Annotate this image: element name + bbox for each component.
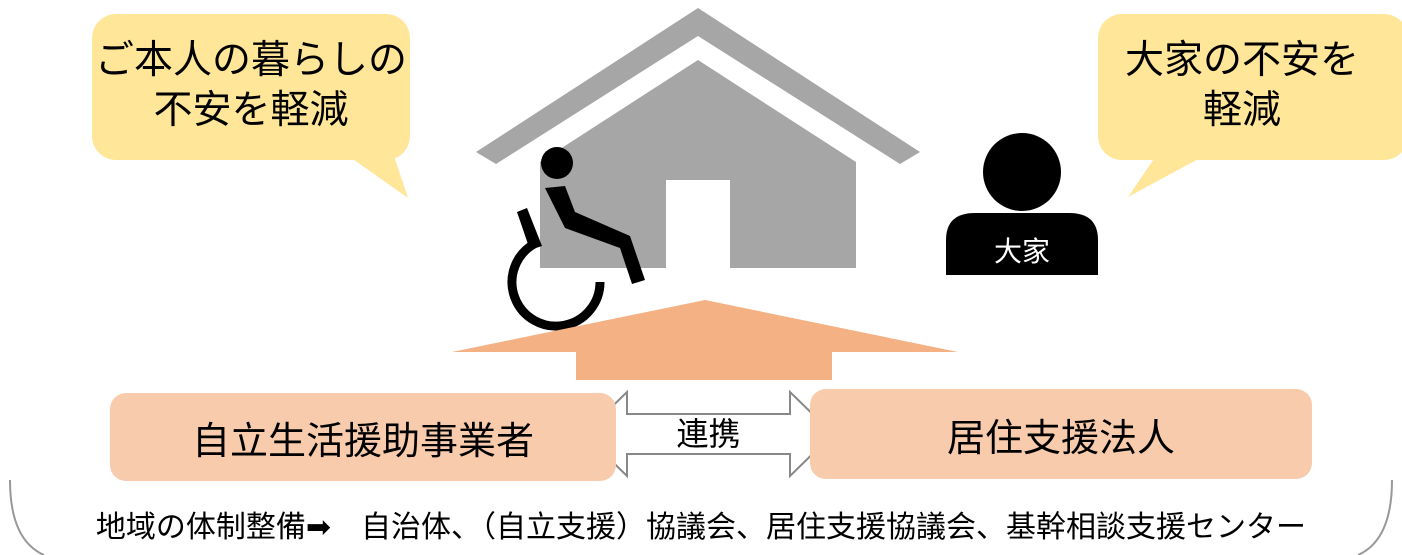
left-bubble-line-1: ご本人の暮らしの [94,38,407,83]
independent-living-support-provider-box: 自立生活援助事業者 [110,393,616,481]
cooperation-label: 連携 [676,415,741,453]
wheelchair-user-icon [507,147,645,331]
regional-system-footer: 地域の体制整備➡ 自治体、（自立支援）協議会、居住支援協議会、基幹相談支援センタ… [95,510,1307,545]
house-icon [476,8,920,268]
landlord-label: 大家 [993,235,1050,268]
left-bubble-text: ご本人の暮らしの 不安を軽減 [92,36,410,136]
left-speech-bubble [92,14,410,198]
footer-bracket-right [1357,479,1393,555]
left-bubble-line-2: 不安を軽減 [153,88,349,133]
landlord-person-icon [946,133,1098,275]
right-bubble-text: 大家の不安を 軽減 [1112,36,1372,136]
support-up-arrow [452,300,958,380]
housing-support-corporation-box: 居住支援法人 [810,389,1312,479]
right-bubble-line-2: 軽減 [1202,88,1281,133]
right-speech-bubble [1098,14,1402,197]
right-bubble-line-1: 大家の不安を [1124,38,1359,83]
footer-bracket-left [9,479,45,555]
